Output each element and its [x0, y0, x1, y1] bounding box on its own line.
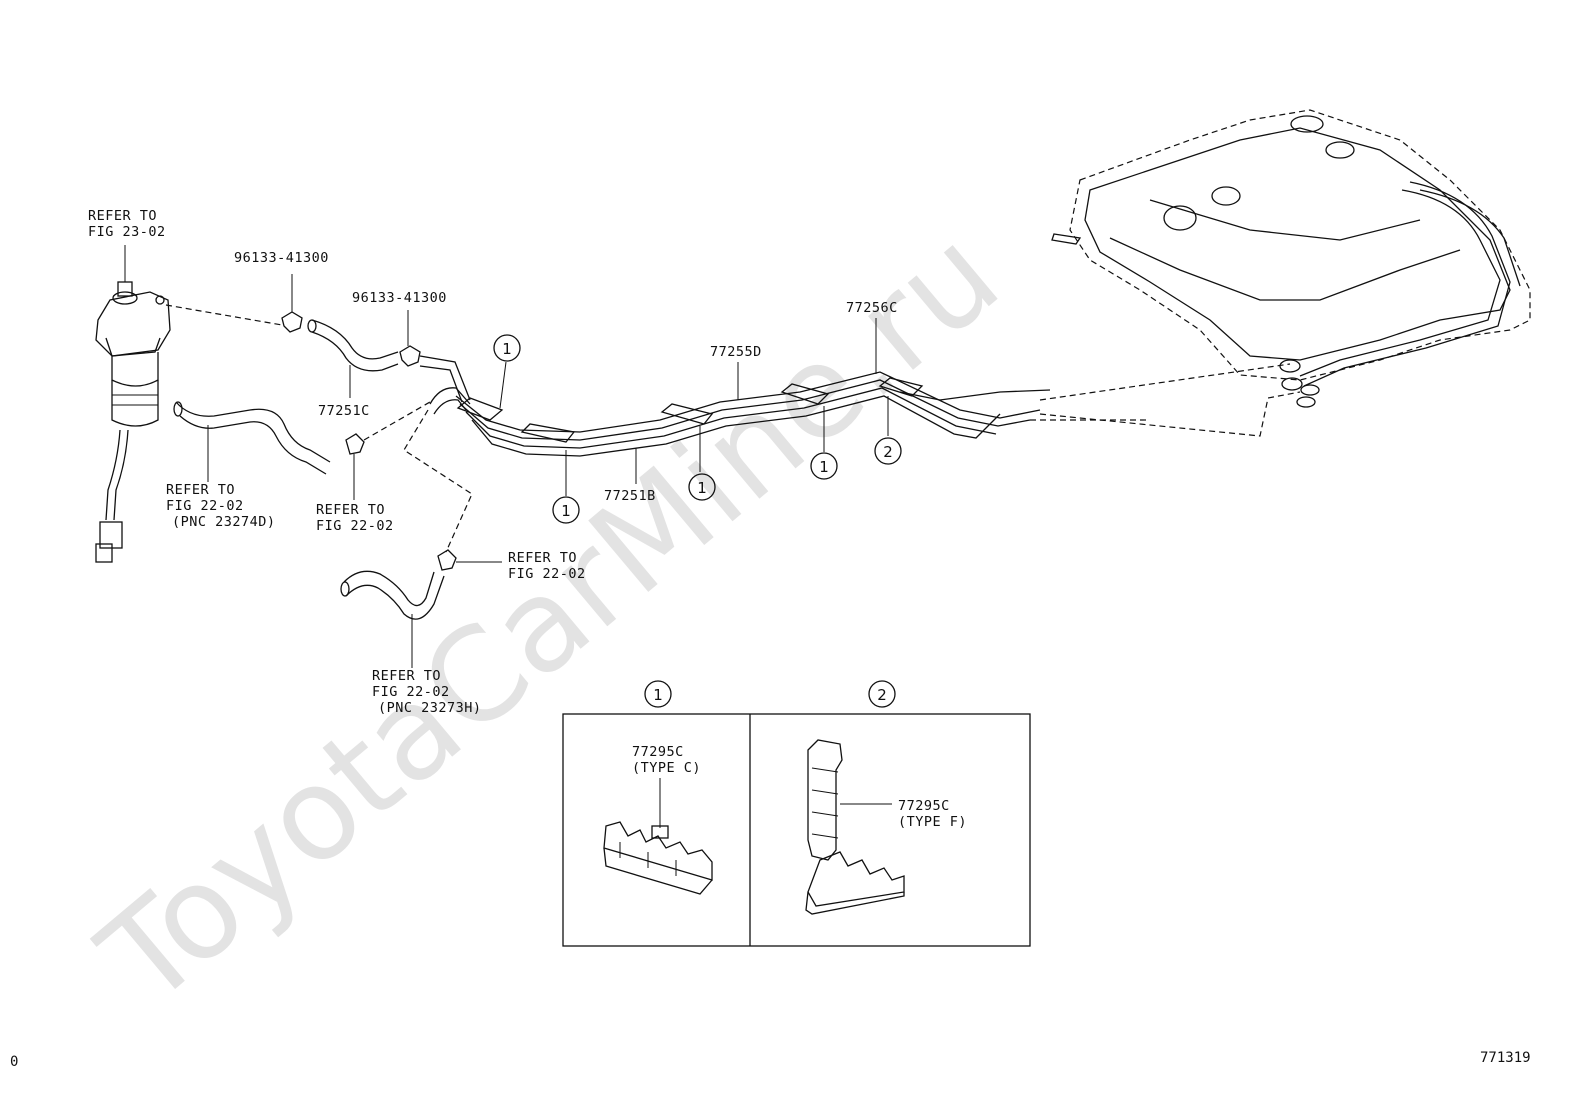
clip-mid	[345, 401, 431, 500]
ref-clip-mid-line1: REFER TO	[316, 502, 385, 518]
ref-hose-lower-line3: (PNC 23273H)	[378, 700, 482, 716]
part-pipe-b: 77251B	[604, 488, 656, 504]
part-hose: 77251C	[318, 403, 370, 419]
svg-text:2: 2	[877, 686, 887, 704]
part-clamp-a: 96133-41300	[234, 250, 329, 266]
charcoal-canister-assembly	[95, 245, 171, 563]
ref-fig-23-02-line1: REFER TO	[88, 208, 157, 224]
detail-inset	[562, 713, 1031, 947]
callout-1-right: 1	[810, 452, 838, 480]
ref-clip-mid-line2: FIG 22-02	[316, 518, 394, 534]
part-clamp-b: 96133-41300	[352, 290, 447, 306]
svg-text:1: 1	[502, 340, 512, 358]
callout-2: 2	[874, 437, 902, 465]
ref-hose-lower-line1: REFER TO	[372, 668, 441, 684]
watermark: ToyotaCarMine.ru	[73, 201, 1026, 1035]
clamp-b	[399, 310, 421, 367]
clamp-type-f	[805, 739, 905, 915]
hose-77251c	[307, 319, 399, 398]
part-pipe-c: 77256C	[846, 300, 898, 316]
clamp-a	[281, 274, 303, 333]
callout-1-middle: 1	[688, 473, 716, 501]
panel2-type: (TYPE F)	[898, 814, 967, 830]
hose-23274d	[173, 401, 331, 482]
footer-left: 0	[10, 1054, 18, 1070]
hose-23273h	[340, 570, 445, 668]
clamp-type-c	[603, 821, 713, 895]
panel1-type: (TYPE C)	[632, 760, 701, 776]
svg-text:1: 1	[819, 458, 829, 476]
fuel-tank	[1051, 109, 1531, 408]
ref-hose-left-line3: (PNC 23274D)	[172, 514, 276, 530]
fuel-pipe-bundle	[455, 371, 1051, 457]
detail-panel-1: 1 77295C (TYPE C)	[603, 680, 713, 895]
ref-hose-left-line1: REFER TO	[166, 482, 235, 498]
svg-text:1: 1	[697, 479, 707, 497]
panel1-part: 77295C	[632, 744, 684, 760]
ref-fig-23-02-line2: FIG 23-02	[88, 224, 166, 240]
panel2-part: 77295C	[898, 798, 950, 814]
part-pipe-d: 77255D	[710, 344, 762, 360]
svg-text:2: 2	[883, 443, 893, 461]
ref-clip-lower-line2: FIG 22-02	[508, 566, 586, 582]
detail-panel-2: 2 77295C (TYPE F)	[805, 680, 967, 915]
callout-1-bottom-left: 1	[552, 496, 580, 524]
ref-hose-left-line2: FIG 22-02	[166, 498, 244, 514]
callout-1-top: 1	[493, 334, 521, 362]
ref-hose-lower-line2: FIG 22-02	[372, 684, 450, 700]
ref-clip-lower-line1: REFER TO	[508, 550, 577, 566]
svg-text:1: 1	[653, 686, 663, 704]
svg-text:1: 1	[561, 502, 571, 520]
clip-lower	[437, 549, 502, 571]
footer-right: 771319	[1480, 1050, 1531, 1066]
